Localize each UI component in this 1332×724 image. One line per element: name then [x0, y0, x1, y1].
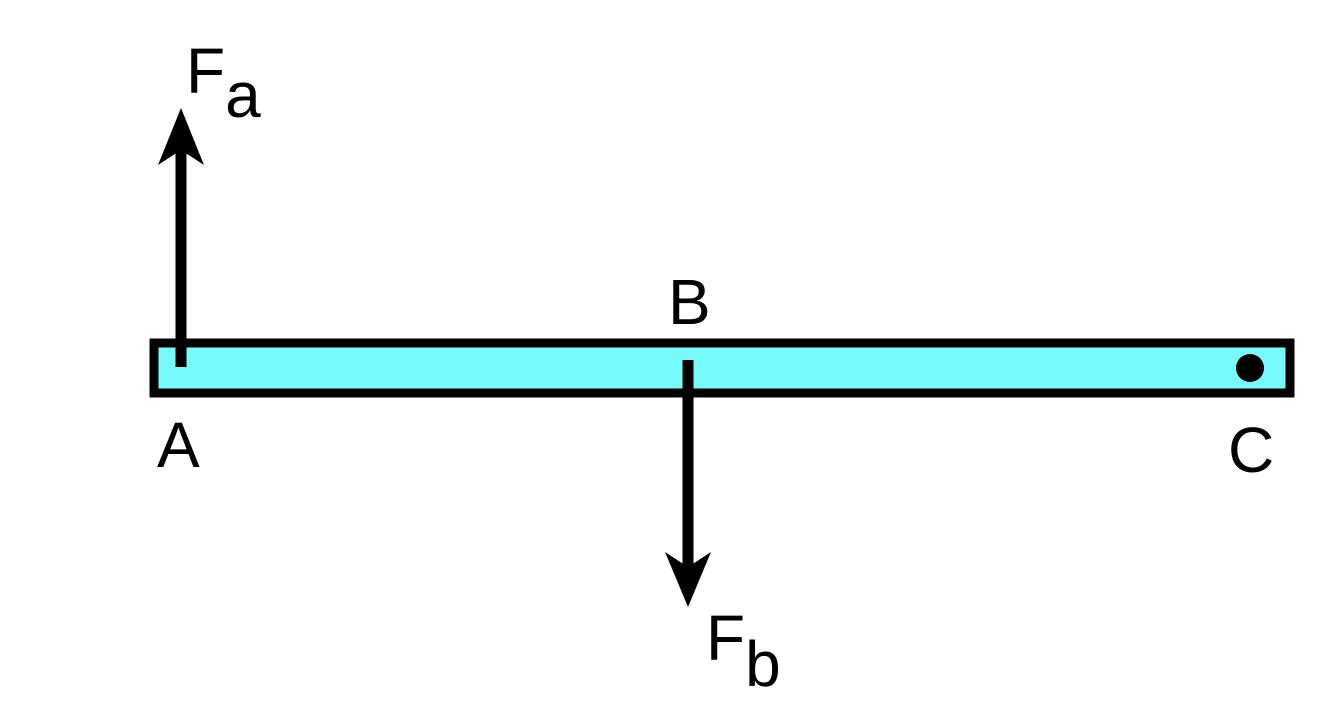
label-a: A [157, 409, 200, 481]
force-a-symbol: F [186, 35, 225, 107]
force-a-subscript: a [225, 59, 261, 131]
force-a-label: Fa [186, 35, 261, 131]
force-b-subscript: b [745, 628, 781, 700]
force-a-arrow [158, 108, 204, 367]
force-b-label: Fb [706, 602, 781, 700]
pivot-point-c [1236, 354, 1264, 382]
force-b-arrow [665, 360, 711, 607]
force-b-symbol: F [706, 602, 745, 674]
label-c: C [1228, 414, 1274, 486]
beam [149, 338, 1295, 398]
label-b: B [668, 266, 711, 338]
